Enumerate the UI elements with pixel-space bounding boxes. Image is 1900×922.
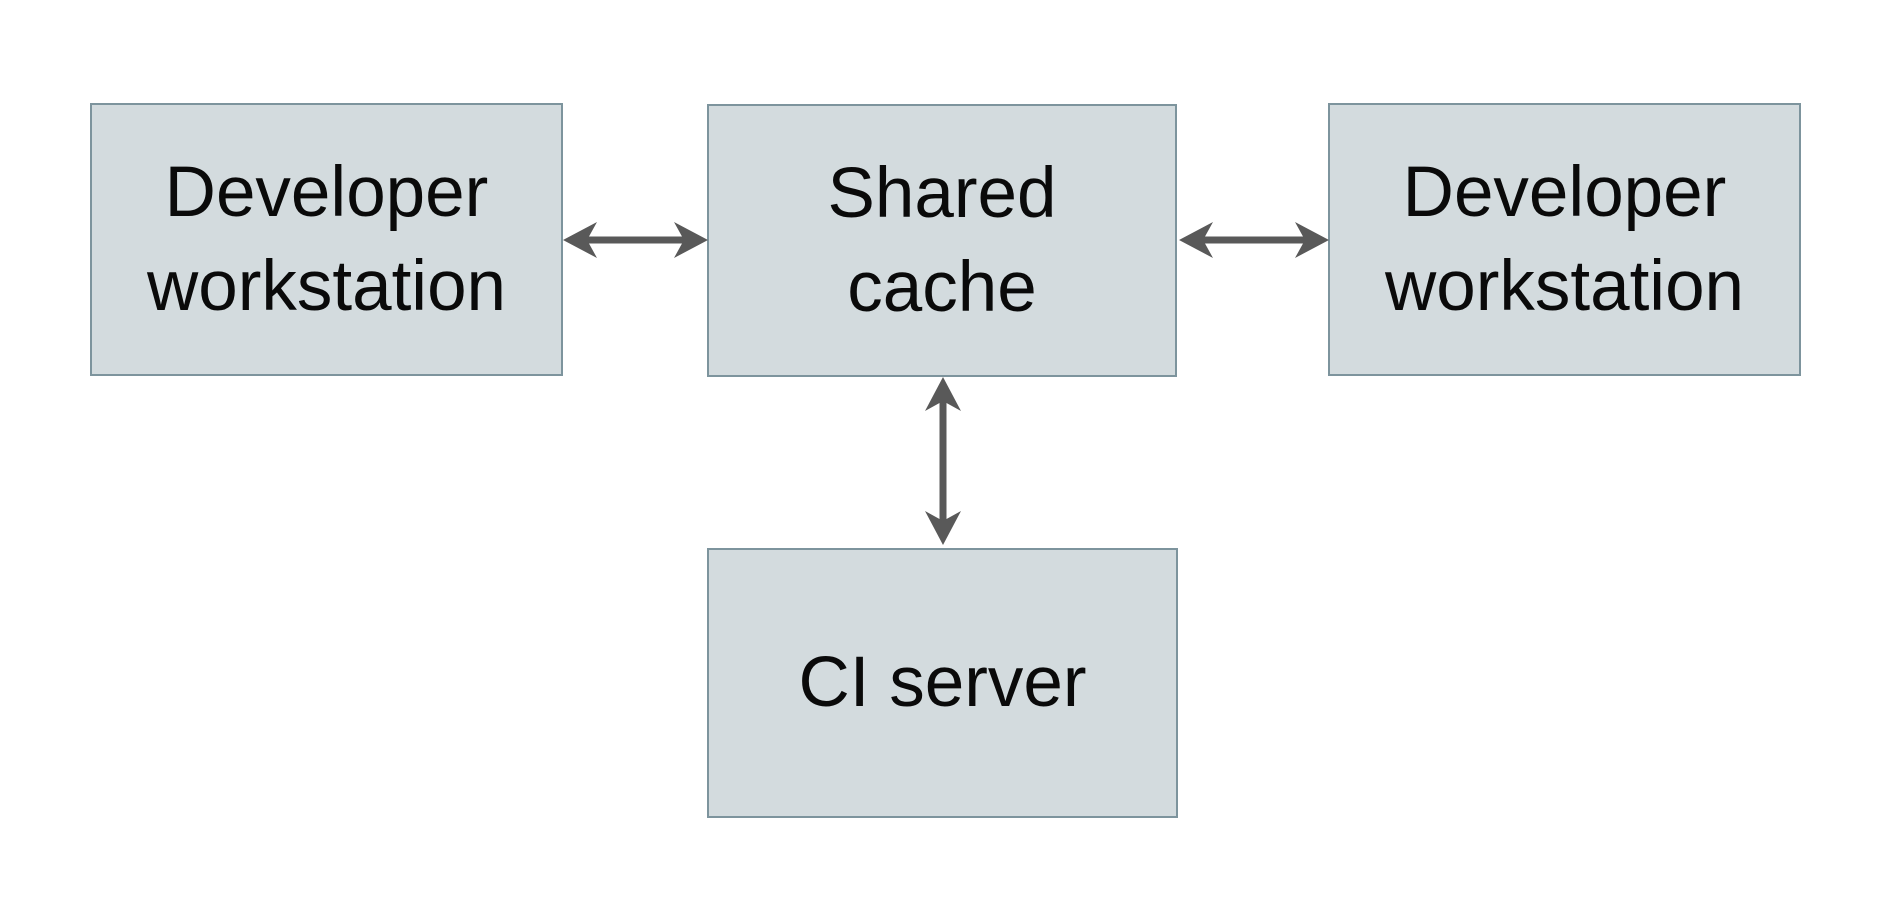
node-ci-server: CI server xyxy=(707,548,1178,818)
node-label-line: Shared xyxy=(827,153,1057,233)
node-developer-workstation-left: Developer workstation xyxy=(90,103,563,376)
node-label-line: Developer xyxy=(1402,152,1727,232)
node-label-line: workstation xyxy=(1384,246,1745,326)
node-shared-cache: Shared cache xyxy=(707,104,1177,377)
node-label-line: cache xyxy=(847,247,1037,327)
double-arrow-left-workstation-to-cache xyxy=(563,222,708,258)
double-arrow-cache-to-right-workstation xyxy=(1179,222,1329,258)
node-developer-workstation-right: Developer workstation xyxy=(1328,103,1801,376)
double-arrow-cache-to-ci-server xyxy=(925,377,961,545)
node-label-line: Developer xyxy=(164,152,489,232)
node-label-line: workstation xyxy=(146,246,507,326)
node-label-line: CI server xyxy=(798,643,1087,723)
